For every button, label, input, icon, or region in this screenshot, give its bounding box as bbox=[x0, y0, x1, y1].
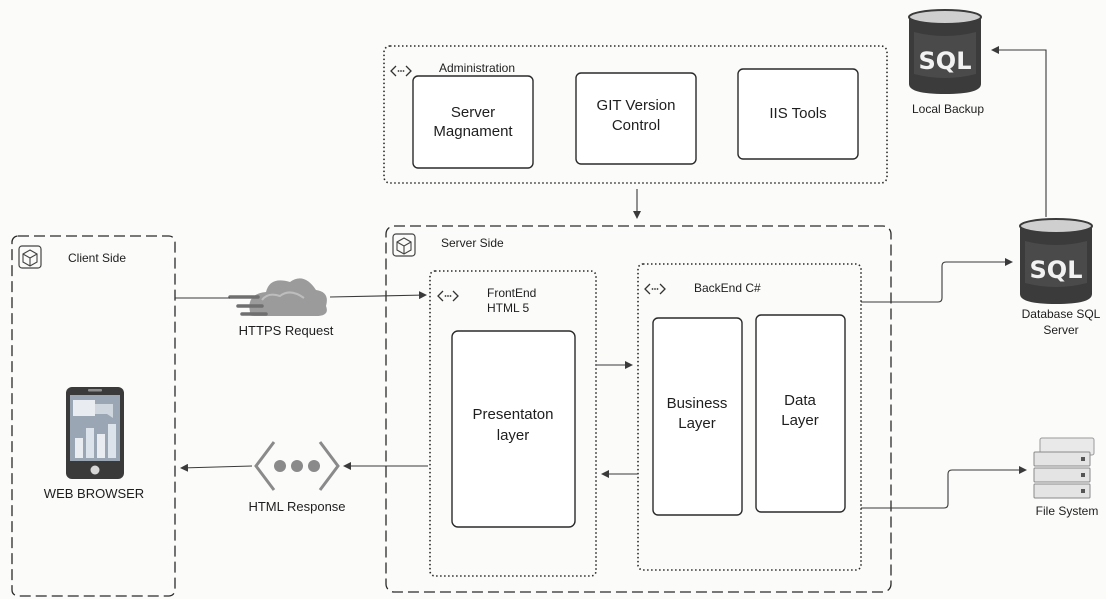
git-version-control-label-1: GIT Version bbox=[597, 97, 676, 114]
https-request-label: HTTPS Request bbox=[239, 323, 334, 338]
code-brackets-icon bbox=[390, 65, 412, 77]
sql-database-icon: SQL bbox=[1019, 218, 1093, 304]
business-layer-label-1: Business bbox=[667, 395, 728, 412]
web-browser-label: WEB BROWSER bbox=[44, 486, 144, 501]
presentation-layer-label-2: layer bbox=[497, 427, 530, 444]
local-backup-node: SQL Local Backup bbox=[908, 9, 984, 116]
cube-icon bbox=[392, 233, 416, 257]
database-node: SQL Database SQL Server bbox=[1019, 218, 1101, 337]
iis-tools-box bbox=[737, 68, 859, 160]
business-layer-box bbox=[652, 317, 743, 516]
presentation-layer-label-1: Presentaton bbox=[473, 406, 554, 423]
code-brackets-icon bbox=[644, 283, 666, 295]
database-sql-text: SQL bbox=[1030, 256, 1083, 284]
backend-to-filesystem-arrow bbox=[861, 466, 1027, 509]
iis-tools-label: IIS Tools bbox=[769, 105, 826, 122]
html-response-node: HTML Response bbox=[248, 441, 346, 514]
connectors bbox=[175, 46, 1047, 509]
administration-label: Administration bbox=[439, 61, 515, 75]
https-request-node: HTTPS Request bbox=[228, 278, 334, 338]
data-layer-label-1: Data bbox=[784, 392, 816, 409]
client-side-label: Client Side bbox=[68, 251, 126, 265]
database-label-1: Database SQL bbox=[1022, 307, 1101, 321]
frontend-label-1: FrontEnd bbox=[487, 286, 536, 300]
file-system-node: File System bbox=[1033, 437, 1099, 518]
business-layer-label-2: Layer bbox=[678, 415, 716, 432]
administration-group: Administration Server Magnament GIT Vers… bbox=[383, 45, 888, 184]
local-backup-label: Local Backup bbox=[912, 102, 984, 116]
database-to-backup-arrow bbox=[991, 46, 1047, 217]
https-request-arrow bbox=[329, 291, 427, 300]
server-side-label: Server Side bbox=[441, 236, 504, 250]
data-layer-box bbox=[755, 314, 846, 513]
backend-to-database-arrow bbox=[861, 258, 1013, 303]
git-version-control-box bbox=[575, 72, 697, 165]
html-response-arrow bbox=[180, 463, 253, 472]
backend-group bbox=[637, 263, 862, 571]
frontend-label-2: HTML 5 bbox=[487, 301, 530, 315]
sql-database-icon: SQL bbox=[908, 9, 982, 94]
cloud-request-icon bbox=[228, 278, 327, 316]
local-backup-sql-text: SQL bbox=[919, 47, 972, 75]
code-brackets-icon bbox=[437, 290, 459, 302]
file-server-icon bbox=[1033, 437, 1095, 499]
database-label-2: Server bbox=[1043, 323, 1078, 337]
server-management-label-2: Magnament bbox=[433, 123, 513, 140]
ellipsis-brackets-icon bbox=[254, 441, 340, 491]
server-management-label-1: Server bbox=[451, 104, 495, 121]
backend-label: BackEnd C# bbox=[694, 281, 761, 295]
file-system-label: File System bbox=[1036, 504, 1099, 518]
data-layer-label-2: Layer bbox=[781, 412, 819, 429]
cube-icon bbox=[18, 245, 42, 269]
client-side-group: Client Side WEB BROWSER bbox=[11, 235, 176, 597]
presentation-layer-box bbox=[451, 330, 576, 528]
server-side-group: Server Side FrontEnd HTML 5 Presentaton … bbox=[385, 225, 892, 593]
server-management-box bbox=[412, 75, 534, 169]
html-response-label: HTML Response bbox=[248, 499, 345, 514]
mobile-phone-icon bbox=[66, 387, 124, 479]
frontend-group bbox=[429, 270, 597, 577]
git-version-control-label-2: Control bbox=[612, 117, 660, 134]
